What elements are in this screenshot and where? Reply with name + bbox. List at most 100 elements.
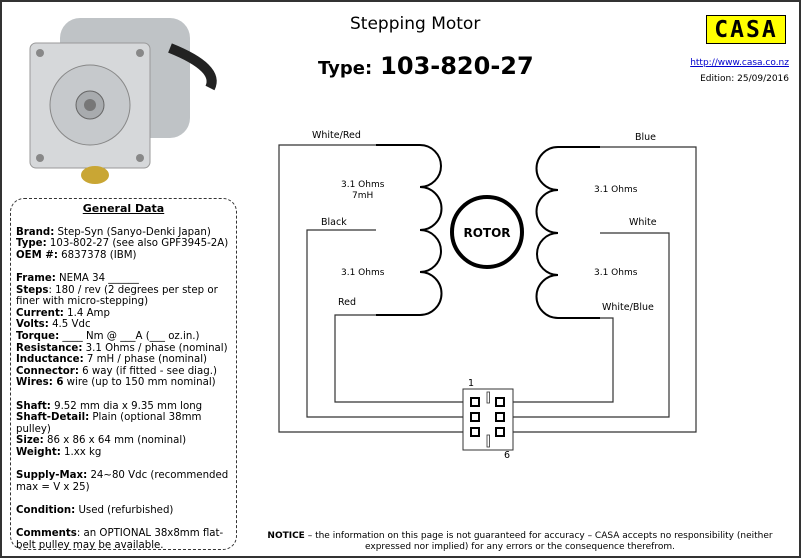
coil-a1-inductance: 7mH	[352, 191, 373, 201]
spec-row: Supply-Max: 24~80 Vdc (recommended max =…	[16, 470, 231, 493]
spec-row: Current: 1.4 Amp	[16, 308, 231, 320]
spec-row: Condition: Used (refurbished)	[16, 505, 231, 517]
pin-1-label: 1	[468, 378, 474, 389]
type-label: Type:	[318, 58, 373, 79]
spec-key: Type:	[16, 238, 47, 250]
pin-6-label: 6	[504, 450, 510, 461]
coil-a	[376, 144, 443, 316]
page-title: Stepping Motor	[350, 14, 481, 34]
spec-value: 24~80 Vdc (recommended max = V x 25)	[16, 470, 229, 493]
notice-label: NOTICE	[267, 531, 305, 541]
spec-key: Condition:	[16, 504, 76, 516]
spec-value: Used (refurbished)	[75, 504, 174, 516]
notice-text: – the information on this page is not gu…	[304, 531, 773, 552]
coil-a1-resistance: 3.1 Ohms	[341, 180, 385, 190]
spec-value: 6837378 (IBM)	[57, 249, 137, 261]
label-black: Black	[321, 217, 347, 228]
pin	[495, 397, 505, 407]
label-white: White	[629, 217, 657, 228]
pin	[470, 412, 480, 422]
casa-logo: CASA	[706, 15, 786, 44]
spec-value: 9.52 mm dia x 9.35 mm long	[50, 400, 203, 412]
spec-row: Torque: ____ Nm @ ___A (___ oz.in.)	[16, 331, 231, 343]
spec-key: Size:	[16, 435, 44, 447]
spec-row: Weight: 1.xx kg	[16, 447, 231, 459]
spec-row: Volts: 4.5 Vdc	[16, 319, 231, 331]
spec-key: Comments	[16, 528, 77, 540]
wire-white	[513, 232, 670, 418]
coil-b1-resistance: 3.1 Ohms	[594, 185, 638, 195]
spec-key: Frame:	[16, 272, 56, 284]
spec-value: NEMA 34 ______	[55, 272, 139, 284]
wire-red	[334, 314, 463, 403]
spec-key: Brand:	[16, 226, 55, 238]
spec-value: 3.1 Ohms / phase (nominal)	[82, 342, 228, 354]
spec-value: : an OPTIONAL 38x8mm flat-belt pulley ma…	[16, 528, 224, 551]
spec-value: Step-Syn (Sanyo-Denki Japan)	[54, 226, 211, 238]
spec-row: Inductance: 7 mH / phase (nominal)	[16, 354, 231, 366]
notice: NOTICE – the information on this page is…	[250, 531, 790, 553]
spec-key: OEM #:	[16, 249, 58, 261]
spec-value: 6 way (if fitted - see diag.)	[78, 365, 217, 377]
spec-value: 1.xx kg	[60, 446, 102, 458]
wire-black	[306, 229, 463, 418]
type-value: 103-820-27	[380, 52, 534, 80]
motor-type: Type: 103-820-27	[318, 52, 534, 80]
general-data-panel: General Data Brand: Step-Syn (Sanyo-Denk…	[10, 198, 237, 551]
spec-key: Connector:	[16, 365, 79, 377]
spec-value: : 180 / rev (2 degrees per step or finer…	[16, 284, 218, 308]
label-blue: Blue	[635, 132, 656, 143]
pin	[495, 412, 505, 422]
spec-key: Shaft:	[16, 400, 51, 412]
spec-value: 4.5 Vdc	[48, 319, 91, 331]
spec-value: 1.4 Amp	[63, 307, 110, 319]
website-link[interactable]: http://www.casa.co.nz	[690, 58, 789, 68]
spec-row: Comments: an OPTIONAL 38x8mm flat-belt p…	[16, 528, 231, 551]
spec-row: Size: 86 x 86 x 64 mm (nominal)	[16, 435, 231, 447]
motor-photo	[29, 18, 217, 184]
edition-date: Edition: 25/09/2016	[700, 74, 789, 84]
pin	[495, 427, 505, 437]
spec-value: 103-802-27 (see also GPF3945-2A)	[46, 238, 229, 250]
spec-row: Connector: 6 way (if fitted - see diag.)	[16, 366, 231, 378]
spec-row: Wires: 6 wire (up to 150 mm nominal)	[16, 377, 231, 389]
spec-key: Torque:	[16, 330, 60, 342]
pin	[470, 427, 480, 437]
wire-white-red	[278, 144, 463, 433]
coil-b2-resistance: 3.1 Ohms	[594, 268, 638, 278]
spec-key: Current:	[16, 307, 64, 319]
wire-white-blue	[513, 317, 614, 403]
label-red: Red	[338, 297, 356, 308]
spec-row: Shaft: 9.52 mm dia x 9.35 mm long	[16, 401, 231, 413]
spec-row: Shaft-Detail: Plain (optional 38mm pulle…	[16, 412, 231, 435]
connector	[462, 388, 514, 451]
spec-row: Steps: 180 / rev (2 degrees per step or …	[16, 285, 231, 308]
coil-a2-resistance: 3.1 Ohms	[341, 268, 385, 278]
spec-key: Wires: 6	[16, 377, 64, 389]
wire-blue	[513, 146, 697, 433]
spec-row: Frame: NEMA 34 ______	[16, 273, 231, 285]
spec-row: OEM #: 6837378 (IBM)	[16, 250, 231, 262]
general-data-heading: General Data	[82, 202, 165, 215]
spec-key: Inductance:	[16, 354, 84, 366]
rotor-circle	[450, 195, 524, 269]
spec-key: Supply-Max:	[16, 470, 88, 482]
spec-key: Steps	[16, 284, 49, 296]
spec-value: Plain (optional 38mm pulley)	[16, 412, 202, 435]
spec-key: Shaft-Detail:	[16, 412, 90, 424]
spec-key: Weight:	[16, 446, 61, 458]
spec-row: Resistance: 3.1 Ohms / phase (nominal)	[16, 343, 231, 355]
spec-value: ____ Nm @ ___A (___ oz.in.)	[59, 330, 200, 342]
coil-b	[535, 146, 600, 319]
label-white-red: White/Red	[312, 130, 361, 141]
pin	[470, 397, 480, 407]
spec-key: Volts:	[16, 319, 49, 331]
spec-key: Resistance:	[16, 342, 83, 354]
spec-value: wire (up to 150 mm nominal)	[63, 377, 216, 389]
spec-value: 7 mH / phase (nominal)	[83, 354, 208, 366]
spec-value: 86 x 86 x 64 mm (nominal)	[43, 435, 187, 447]
rotor-label: ROTOR	[463, 226, 510, 240]
spec-row: Brand: Step-Syn (Sanyo-Denki Japan)	[16, 227, 231, 239]
